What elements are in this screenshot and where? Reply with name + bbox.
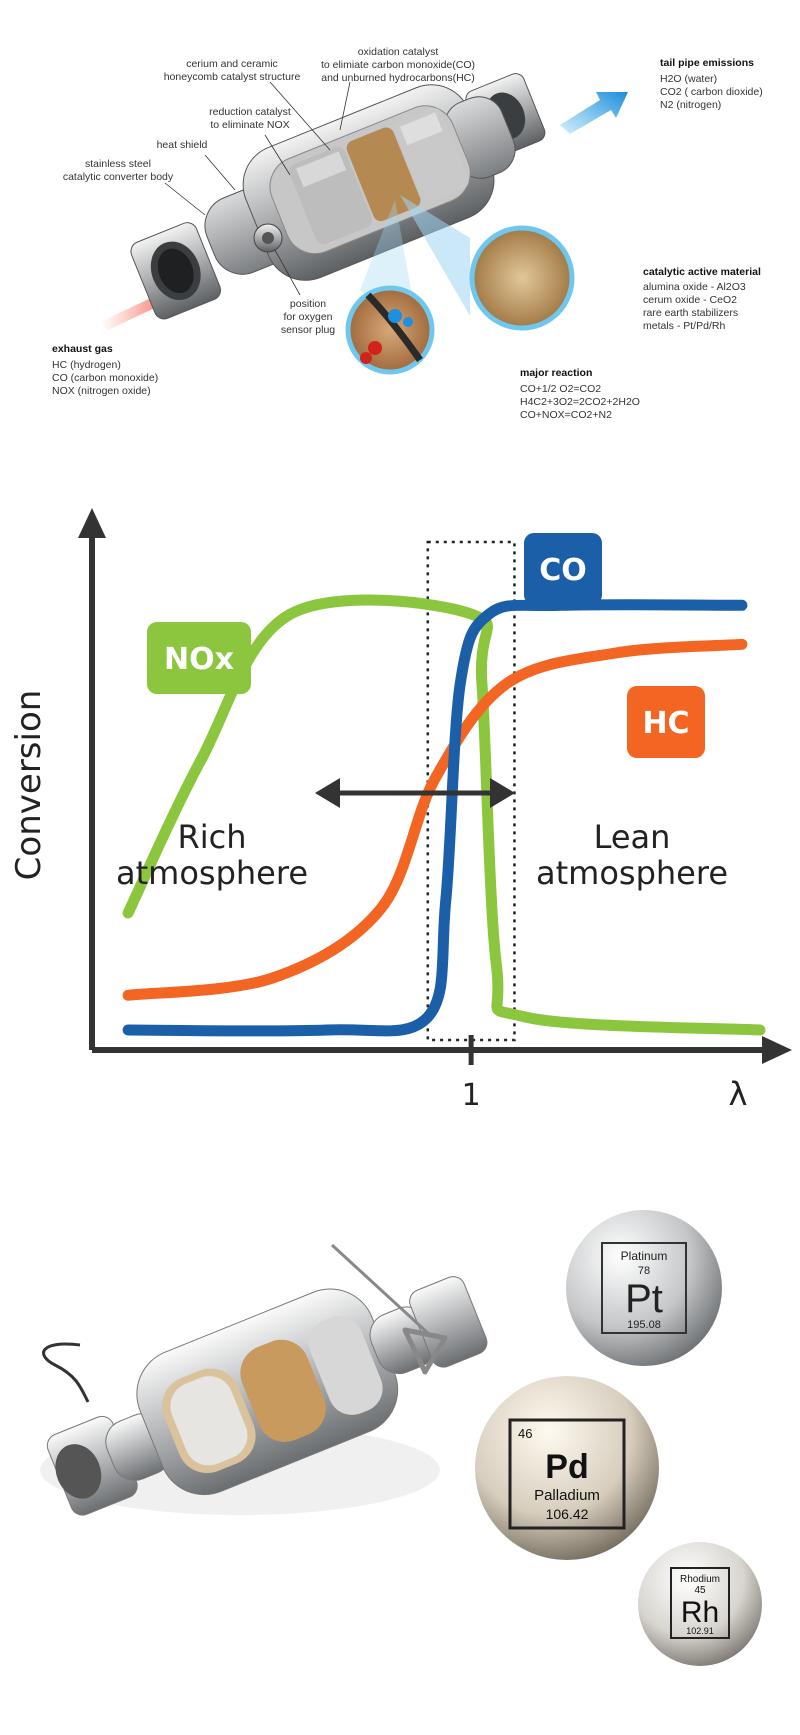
element-rhodium: Rhodium 45 Rh 102.91 bbox=[638, 1542, 762, 1666]
element-platinum: Platinum 78 Pt 195.08 bbox=[566, 1210, 722, 1366]
callout-cerium-1: cerium and ceramic bbox=[186, 58, 278, 70]
legend-nox: NOx bbox=[147, 622, 251, 694]
pointer-triangle-icon bbox=[402, 1327, 448, 1375]
region-lean-1: Lean bbox=[594, 818, 671, 856]
legend-hc: HC bbox=[627, 686, 705, 758]
tailpipe-arrow bbox=[560, 92, 628, 134]
callout-body-2: catalytic converter body bbox=[63, 171, 174, 183]
region-rich-1: Rich bbox=[178, 818, 247, 856]
element-name: Palladium bbox=[534, 1487, 600, 1504]
element-number: 45 bbox=[694, 1585, 706, 1596]
element-mass: 195.08 bbox=[627, 1319, 661, 1331]
active-item: rare earth stabilizers bbox=[643, 307, 738, 319]
honeycomb-zoom bbox=[469, 225, 575, 331]
exhaust-item: CO (carbon monoxide) bbox=[52, 372, 158, 384]
element-palladium: 46 Pd Palladium 106.42 bbox=[475, 1376, 659, 1560]
element-name: Platinum bbox=[621, 1249, 668, 1263]
callout-heat-shield: heat shield bbox=[157, 139, 208, 151]
active-title: catalytic active material bbox=[643, 266, 761, 278]
element-number: 78 bbox=[638, 1265, 650, 1277]
pointer-line bbox=[330, 1243, 432, 1337]
reaction-item: CO+1/2 O2=CO2 bbox=[520, 383, 601, 395]
inlet-flange bbox=[130, 222, 222, 320]
element-symbol: Pd bbox=[545, 1448, 588, 1486]
reaction-zoom bbox=[345, 285, 435, 375]
reaction-title: major reaction bbox=[520, 367, 592, 379]
active-item: cerum oxide - CeO2 bbox=[643, 294, 737, 306]
element-name: Rhodium bbox=[680, 1574, 720, 1585]
arrow-right-icon bbox=[490, 778, 515, 808]
element-symbol: Pt bbox=[625, 1277, 663, 1321]
svg-text:H2O (water)CO2 ( carbon dioxid: H2O (water)CO2 ( carbon dioxide)N2 (nitr… bbox=[660, 73, 763, 111]
tailpipe-item: CO2 ( carbon dioxide) bbox=[660, 86, 763, 98]
callout-reduction-1: reduction catalyst bbox=[209, 106, 291, 118]
active-item: metals - Pt/Pd/Rh bbox=[643, 320, 725, 332]
exhaust-item: HC (hydrogen) bbox=[52, 359, 121, 371]
series-line-nox bbox=[122, 594, 766, 1036]
tailpipe-item: H2O (water) bbox=[660, 73, 717, 85]
callout-sensor-1: position bbox=[290, 298, 326, 310]
x-axis-arrow-icon bbox=[762, 1036, 792, 1064]
region-rich-2: atmosphere bbox=[116, 854, 308, 892]
series-line-hc bbox=[122, 638, 748, 1001]
reaction-item: H4C2+3O2=2CO2+2H2O bbox=[520, 396, 640, 408]
callout-oxidation-1: oxidation catalyst bbox=[358, 46, 439, 58]
element-mass: 106.42 bbox=[546, 1506, 589, 1522]
arrow-left-icon bbox=[315, 778, 340, 808]
callout-cerium-2: honeycomb catalyst structure bbox=[164, 71, 301, 83]
active-item: alumina oxide - Al2O3 bbox=[643, 281, 746, 293]
tailpipe-title: tail pipe emissions bbox=[660, 57, 754, 69]
precious-metals-panel: Platinum 78 Pt 195.08 46 Pd Palladium 10… bbox=[0, 1140, 800, 1735]
exhaust-item: NOX (nitrogen oxide) bbox=[52, 385, 151, 397]
callout-sensor-2: for oxygen bbox=[283, 311, 332, 323]
callout-reduction-2: to eliminate NOX bbox=[210, 119, 289, 131]
region-lean-2: atmosphere bbox=[536, 854, 728, 892]
element-mass: 102.91 bbox=[686, 1626, 714, 1636]
x-axis-label: λ bbox=[729, 1075, 748, 1113]
series-line-co bbox=[122, 599, 748, 1037]
tailpipe-item: N2 (nitrogen) bbox=[660, 99, 721, 111]
y-axis-label: Conversion bbox=[9, 690, 49, 881]
converter-3d bbox=[46, 1276, 488, 1516]
x-tick-label: 1 bbox=[462, 1078, 481, 1113]
precious-metals-svg: Platinum 78 Pt 195.08 46 Pd Palladium 10… bbox=[40, 1210, 762, 1666]
legend-nox-label: NOx bbox=[164, 642, 234, 677]
element-number: 46 bbox=[518, 1426, 532, 1441]
legend-hc-label: HC bbox=[642, 706, 689, 741]
sensor-cable bbox=[42, 1342, 90, 1403]
reaction-item: CO+NOX=CO2+N2 bbox=[520, 409, 612, 421]
callout-oxidation-2: to elimiate carbon monoxide(CO) bbox=[321, 59, 475, 71]
callout-oxidation-3: and unburned hydrocarbons(HC) bbox=[321, 72, 475, 84]
exhaust-title: exhaust gas bbox=[52, 343, 113, 355]
svg-text:HC (hydrogen)CO (carbon monoxi: HC (hydrogen)CO (carbon monoxide)NOX (ni… bbox=[52, 359, 158, 397]
legend-co: CO bbox=[524, 533, 602, 605]
element-symbol: Rh bbox=[681, 1596, 719, 1629]
callout-sensor-3: sensor plug bbox=[281, 324, 335, 336]
legend-co-label: CO bbox=[539, 553, 587, 588]
callout-body-1: stainless steel bbox=[85, 158, 151, 170]
y-axis-arrow-icon bbox=[78, 508, 106, 538]
